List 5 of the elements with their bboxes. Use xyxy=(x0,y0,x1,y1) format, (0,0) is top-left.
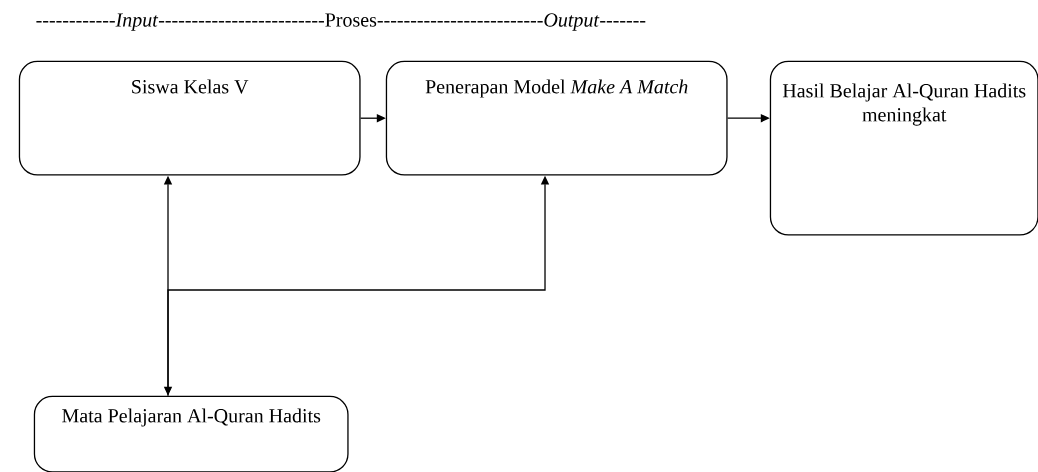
process-box: Mata Pelajaran Al-Quran Hadits xyxy=(33,395,349,472)
process-box: Siswa Kelas V xyxy=(18,60,361,176)
process-box: Penerapan Model Make A Match xyxy=(385,60,728,176)
header-text: ------------Input-------------------------Proses-------------------------Output------- xyxy=(36,13,646,31)
process-box: Hasil Belajar Al-Quran Hadits meningkat xyxy=(769,60,1038,236)
